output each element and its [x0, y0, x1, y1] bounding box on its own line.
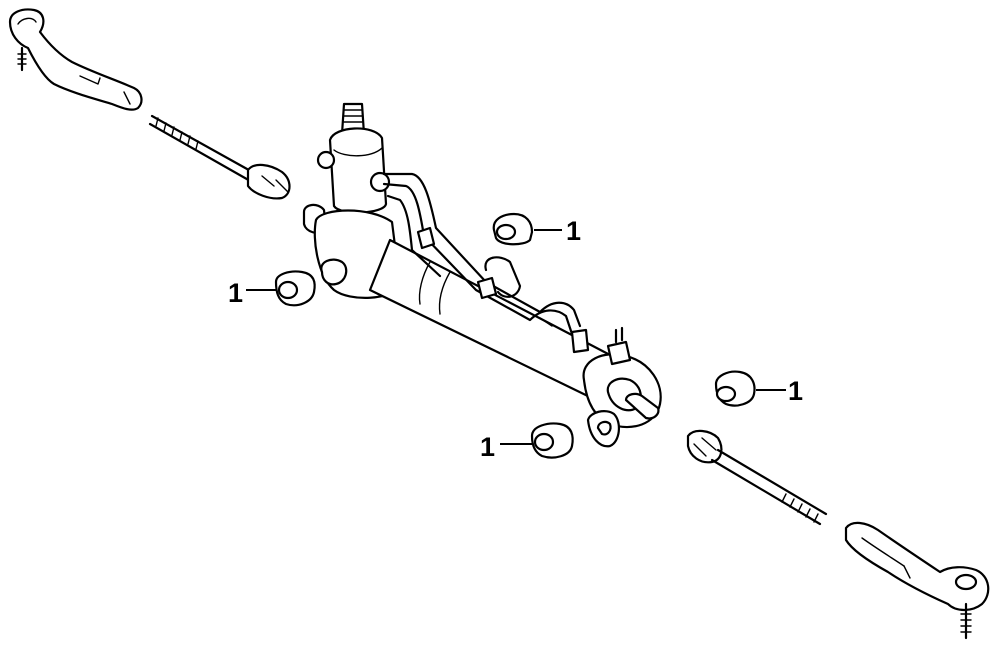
callout-label: 1 — [566, 216, 581, 246]
callout-label: 1 — [788, 376, 803, 406]
callout-label: 1 — [228, 278, 243, 308]
bushing-upper-right — [492, 212, 534, 246]
tie-rod-end-right — [844, 521, 990, 640]
inner-tie-rod-left — [148, 114, 291, 200]
bushing-lower-center — [530, 422, 574, 459]
callout-1-left: 1 — [228, 278, 276, 308]
steering-rack-housing — [302, 102, 662, 448]
inner-tie-rod-right — [686, 429, 828, 526]
callout-1-lower-center: 1 — [480, 432, 532, 462]
bushing-left — [274, 270, 316, 307]
hydraulic-lines — [382, 172, 590, 354]
tie-rod-end-left — [8, 8, 143, 111]
callout-1-upper-right: 1 — [534, 216, 581, 246]
callout-1-right: 1 — [756, 376, 803, 406]
bushing-right — [714, 370, 756, 407]
callout-label: 1 — [480, 432, 495, 462]
